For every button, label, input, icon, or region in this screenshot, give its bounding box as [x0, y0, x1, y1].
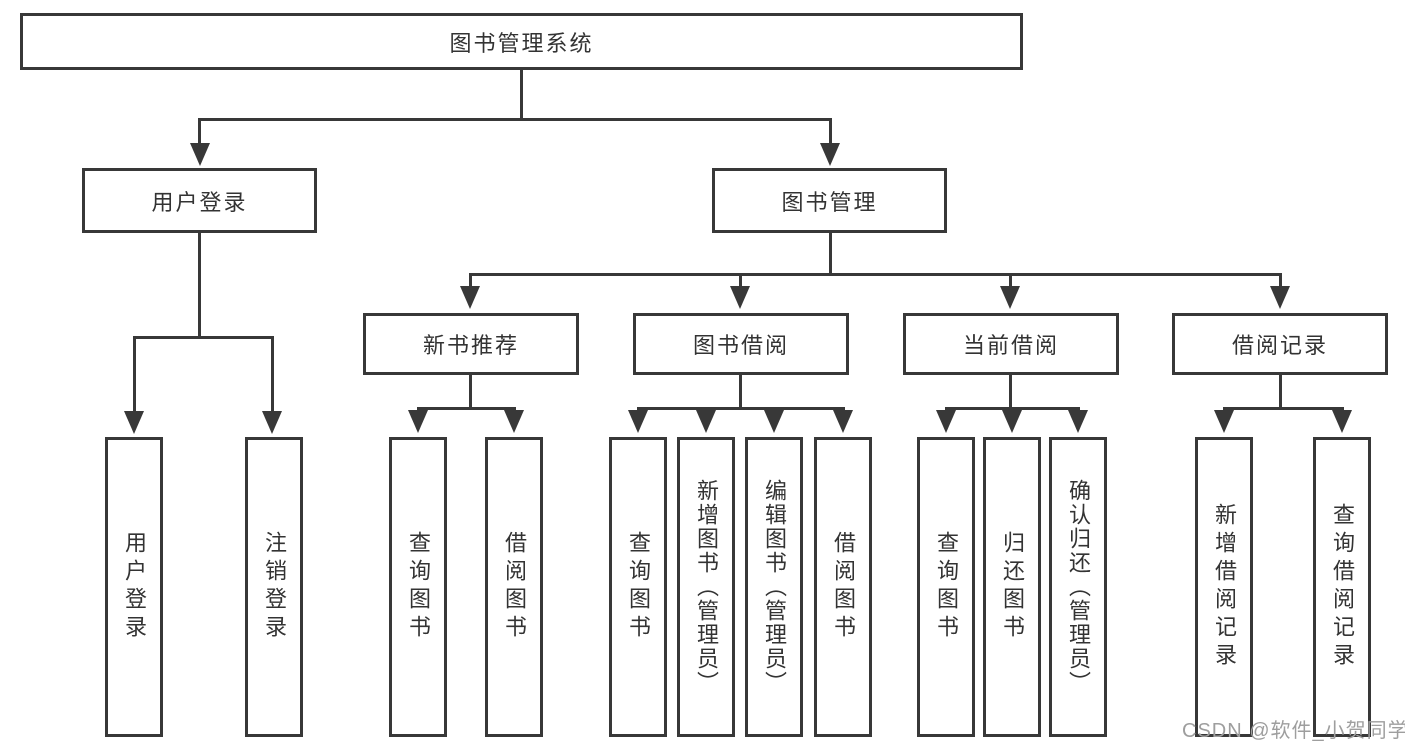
leaf-logout-login: 注销登录	[245, 437, 303, 737]
connector-borrow-distributor	[637, 407, 845, 410]
arrowhead-current-return-book	[1002, 410, 1022, 433]
leaf-current-confirm-return-admin: 确认归还（管理员）	[1049, 437, 1107, 737]
arrowhead-records-add-record	[1214, 410, 1234, 433]
connector-user-login-stem	[198, 233, 201, 336]
arrowhead-borrow-records	[1270, 286, 1290, 309]
connector-drop-new-book-recommend	[469, 273, 472, 289]
leaf-current-query-book: 查询图书	[917, 437, 975, 737]
node-book-borrow: 图书借阅	[633, 313, 849, 375]
connector-root-stem	[520, 68, 523, 118]
connector-drop-user-login	[198, 118, 201, 146]
node-new-book-recommend: 新书推荐	[363, 313, 579, 375]
connector-drop-leaf-logout	[271, 336, 274, 414]
arrowhead-new-book-recommend	[460, 286, 480, 309]
arrowhead-leaf-logout	[262, 411, 282, 434]
arrowhead-borrow-add-book	[696, 410, 716, 433]
connector-drop-book-borrow	[739, 273, 742, 289]
node-user-login: 用户登录	[82, 168, 317, 233]
node-current-borrow: 当前借阅	[903, 313, 1119, 375]
connector-current-stem	[1009, 375, 1012, 407]
leaf-records-add-record: 新增借阅记录	[1195, 437, 1253, 737]
leaf-user-login: 用户登录	[105, 437, 163, 737]
arrowhead-borrow-query-book	[628, 410, 648, 433]
arrowhead-recommend-borrow-book	[504, 410, 524, 433]
arrowhead-book-management	[820, 143, 840, 166]
connector-user-login-distributor	[133, 336, 274, 339]
node-book-management: 图书管理	[712, 168, 947, 233]
arrowhead-leaf-user-login	[124, 411, 144, 434]
arrowhead-book-borrow	[730, 286, 750, 309]
connector-drop-borrow-records	[1279, 273, 1282, 289]
connector-recommend-stem	[469, 375, 472, 407]
connector-drop-current-borrow	[1009, 273, 1012, 289]
connector-records-distributor	[1223, 407, 1344, 410]
connector-records-stem	[1279, 375, 1282, 407]
leaf-recommend-query-book: 查询图书	[389, 437, 447, 737]
connector-current-distributor	[945, 407, 1080, 410]
leaf-borrow-query-book: 查询图书	[609, 437, 667, 737]
arrowhead-recommend-query-book	[408, 410, 428, 433]
arrowhead-borrow-edit-book	[764, 410, 784, 433]
connector-book-management-distributor	[469, 273, 1282, 276]
leaf-borrow-add-book-admin: 新增图书（管理员）	[677, 437, 735, 737]
connector-drop-leaf-user-login	[133, 336, 136, 414]
leaf-borrow-borrow-book: 借阅图书	[814, 437, 872, 737]
connector-root-distributor	[198, 118, 832, 121]
arrowhead-user-login	[190, 143, 210, 166]
csdn-watermark: CSDN @软件_小贺同学	[1182, 720, 1405, 742]
arrowhead-borrow-borrow-book	[833, 410, 853, 433]
connector-recommend-distributor	[417, 407, 516, 410]
node-borrow-records: 借阅记录	[1172, 313, 1388, 375]
leaf-current-return-book: 归还图书	[983, 437, 1041, 737]
node-library-management-system: 图书管理系统	[20, 13, 1023, 70]
arrowhead-current-borrow	[1000, 286, 1020, 309]
leaf-borrow-edit-book-admin: 编辑图书（管理员）	[745, 437, 803, 737]
connector-drop-book-management	[829, 118, 832, 146]
connector-book-management-stem	[829, 233, 832, 273]
arrowhead-current-confirm-return	[1068, 410, 1088, 433]
leaf-recommend-borrow-book: 借阅图书	[485, 437, 543, 737]
arrowhead-records-query-record	[1332, 410, 1352, 433]
arrowhead-current-query-book	[936, 410, 956, 433]
leaf-records-query-record: 查询借阅记录	[1313, 437, 1371, 737]
connector-borrow-stem	[739, 375, 742, 407]
